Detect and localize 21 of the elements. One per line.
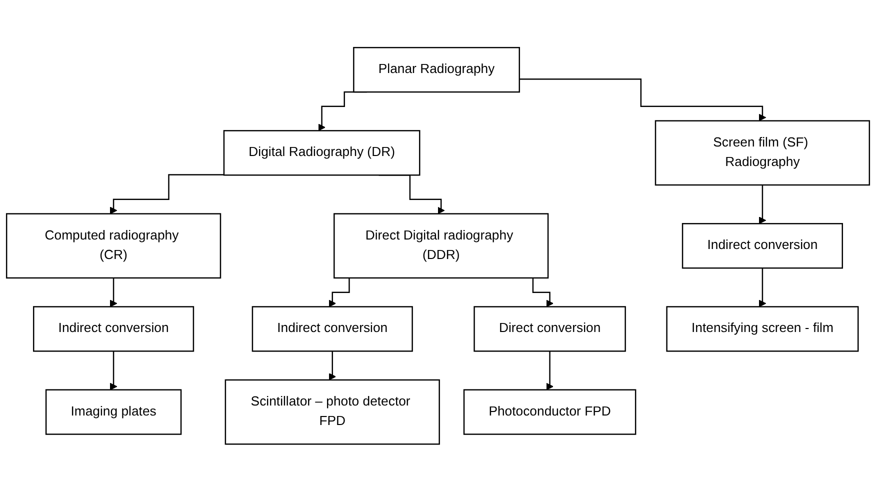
node-box: Indirect conversion [252,306,413,352]
node-box: Scintillator – photo detector FPD [224,378,440,444]
node-box: Photoconductor FPD [463,388,636,434]
node-box: Computed radiography (CR) [6,212,222,278]
node-box: Direct Digital radiography (DDR) [334,212,549,278]
node-box: Indirect conversion [682,222,843,268]
node-box: Indirect conversion [33,306,194,352]
arrow [519,78,766,121]
arrow [546,350,554,390]
arrow [110,276,118,307]
node-box: Screen film (SF) Radiography [654,120,870,186]
node-box: Digital Radiography (DR) [223,130,420,176]
node-box: Direct conversion [474,306,626,352]
arrow [758,267,766,307]
node-box: Imaging plates [45,388,182,434]
node-box: Planar Radiography [353,46,520,92]
arrow [110,174,224,214]
arrow [328,350,336,380]
arrow [758,184,766,224]
arrow [110,350,118,390]
node-box: Intensifying screen - film [666,306,859,352]
